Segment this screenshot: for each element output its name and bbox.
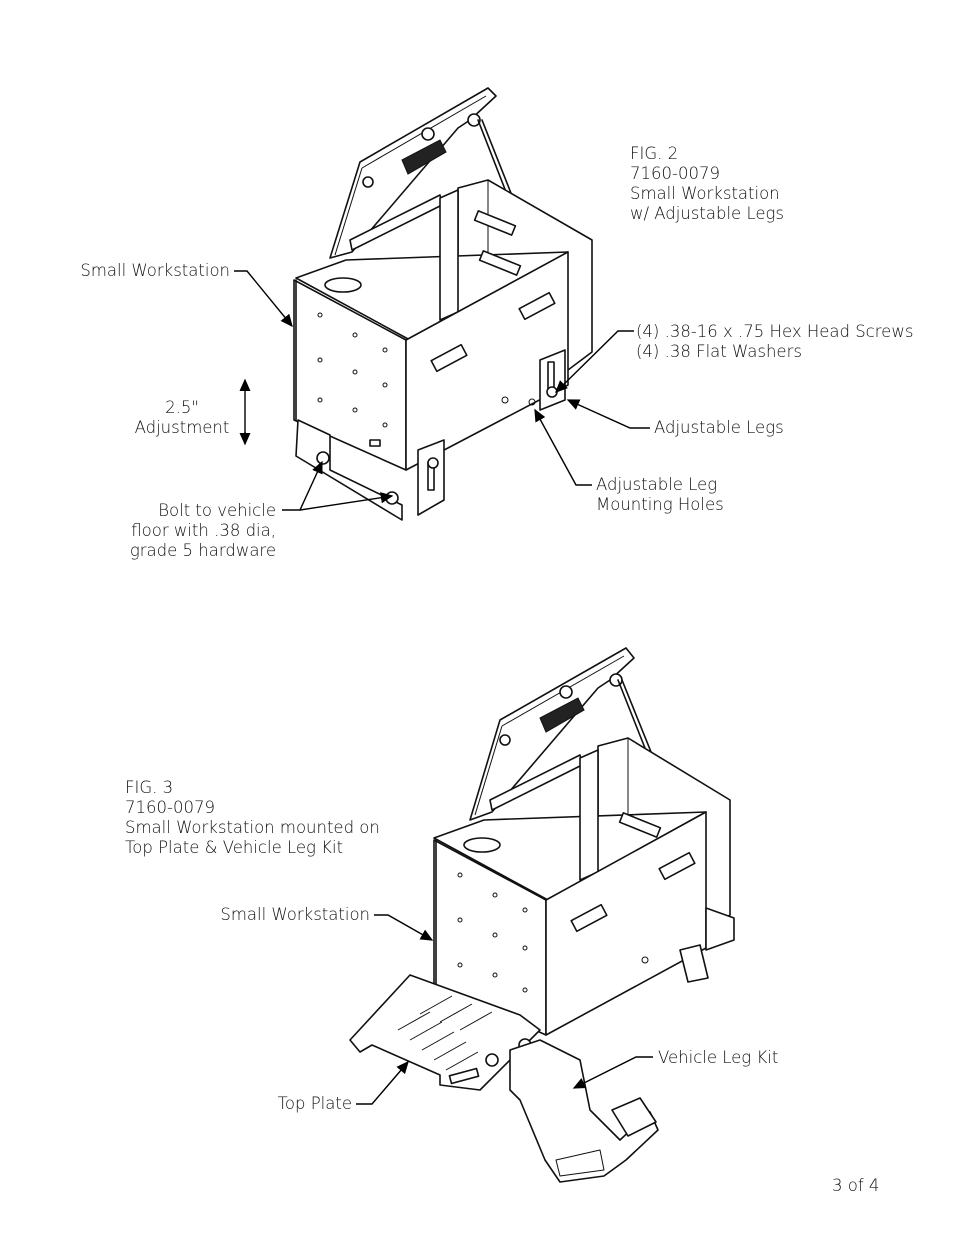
fig3-caption: FIG. 3 7160-0079 Small Workstation mount…: [125, 778, 380, 858]
fig3-leader-lines: [356, 914, 653, 1105]
fig2-small-workstation-label: Small Workstation: [80, 261, 230, 280]
fig2-caption-line3: Small Workstation: [630, 184, 780, 203]
fig2-caption-line1: FIG. 2: [630, 144, 679, 163]
mounting-holes-line1: Adjustable Leg: [596, 475, 718, 494]
fig2-mounting-holes-label: Adjustable Leg Mounting Holes: [596, 475, 724, 515]
fig2-adjustment-label: 2.5" Adjustment: [128, 398, 236, 438]
page-number: 3 of 4: [832, 1176, 880, 1195]
fig2-leader-lines: [234, 270, 650, 511]
hardware-screws: (4) .38-16 x .75 Hex Head Screws: [636, 322, 914, 341]
adjustment-text: Adjustment: [134, 418, 230, 437]
bolt-line1: Bolt to vehicle: [158, 501, 276, 520]
adjustment-value: 2.5": [165, 398, 199, 417]
fig3-caption-line3: Small Workstation mounted on: [125, 818, 380, 837]
fig2-caption-line2: 7160-0079: [630, 164, 720, 183]
mounting-holes-line2: Mounting Holes: [596, 495, 724, 514]
fig2-adjustable-legs-label: Adjustable Legs: [654, 418, 784, 437]
fig2-bolt-label: Bolt to vehicle floor with .38 dia, grad…: [130, 501, 276, 561]
fig3-caption-line1: FIG. 3: [125, 778, 174, 797]
fig3-workstation-drawing: [349, 647, 735, 1183]
fig2-hardware-label: (4) .38-16 x .75 Hex Head Screws (4) .38…: [636, 322, 913, 362]
fig3-vehicle-leg-kit-label: Vehicle Leg Kit: [658, 1048, 779, 1067]
fig3-caption-line4: Top Plate & Vehicle Leg Kit: [125, 838, 344, 857]
fig3-small-workstation-label: Small Workstation: [220, 905, 370, 924]
bolt-line3: grade 5 hardware: [129, 541, 276, 560]
bolt-line2: floor with .38 dia,: [131, 521, 276, 540]
fig2-workstation-drawing: [293, 87, 593, 521]
fig3-caption-line2: 7160-0079: [125, 798, 215, 817]
fig3-top-plate-label: Top Plate: [277, 1094, 352, 1113]
fig2-caption: FIG. 2 7160-0079 Small Workstation w/ Ad…: [630, 144, 784, 224]
hardware-washers: (4) .38 Flat Washers: [636, 342, 802, 361]
fig2-caption-line4: w/ Adjustable Legs: [630, 204, 784, 223]
